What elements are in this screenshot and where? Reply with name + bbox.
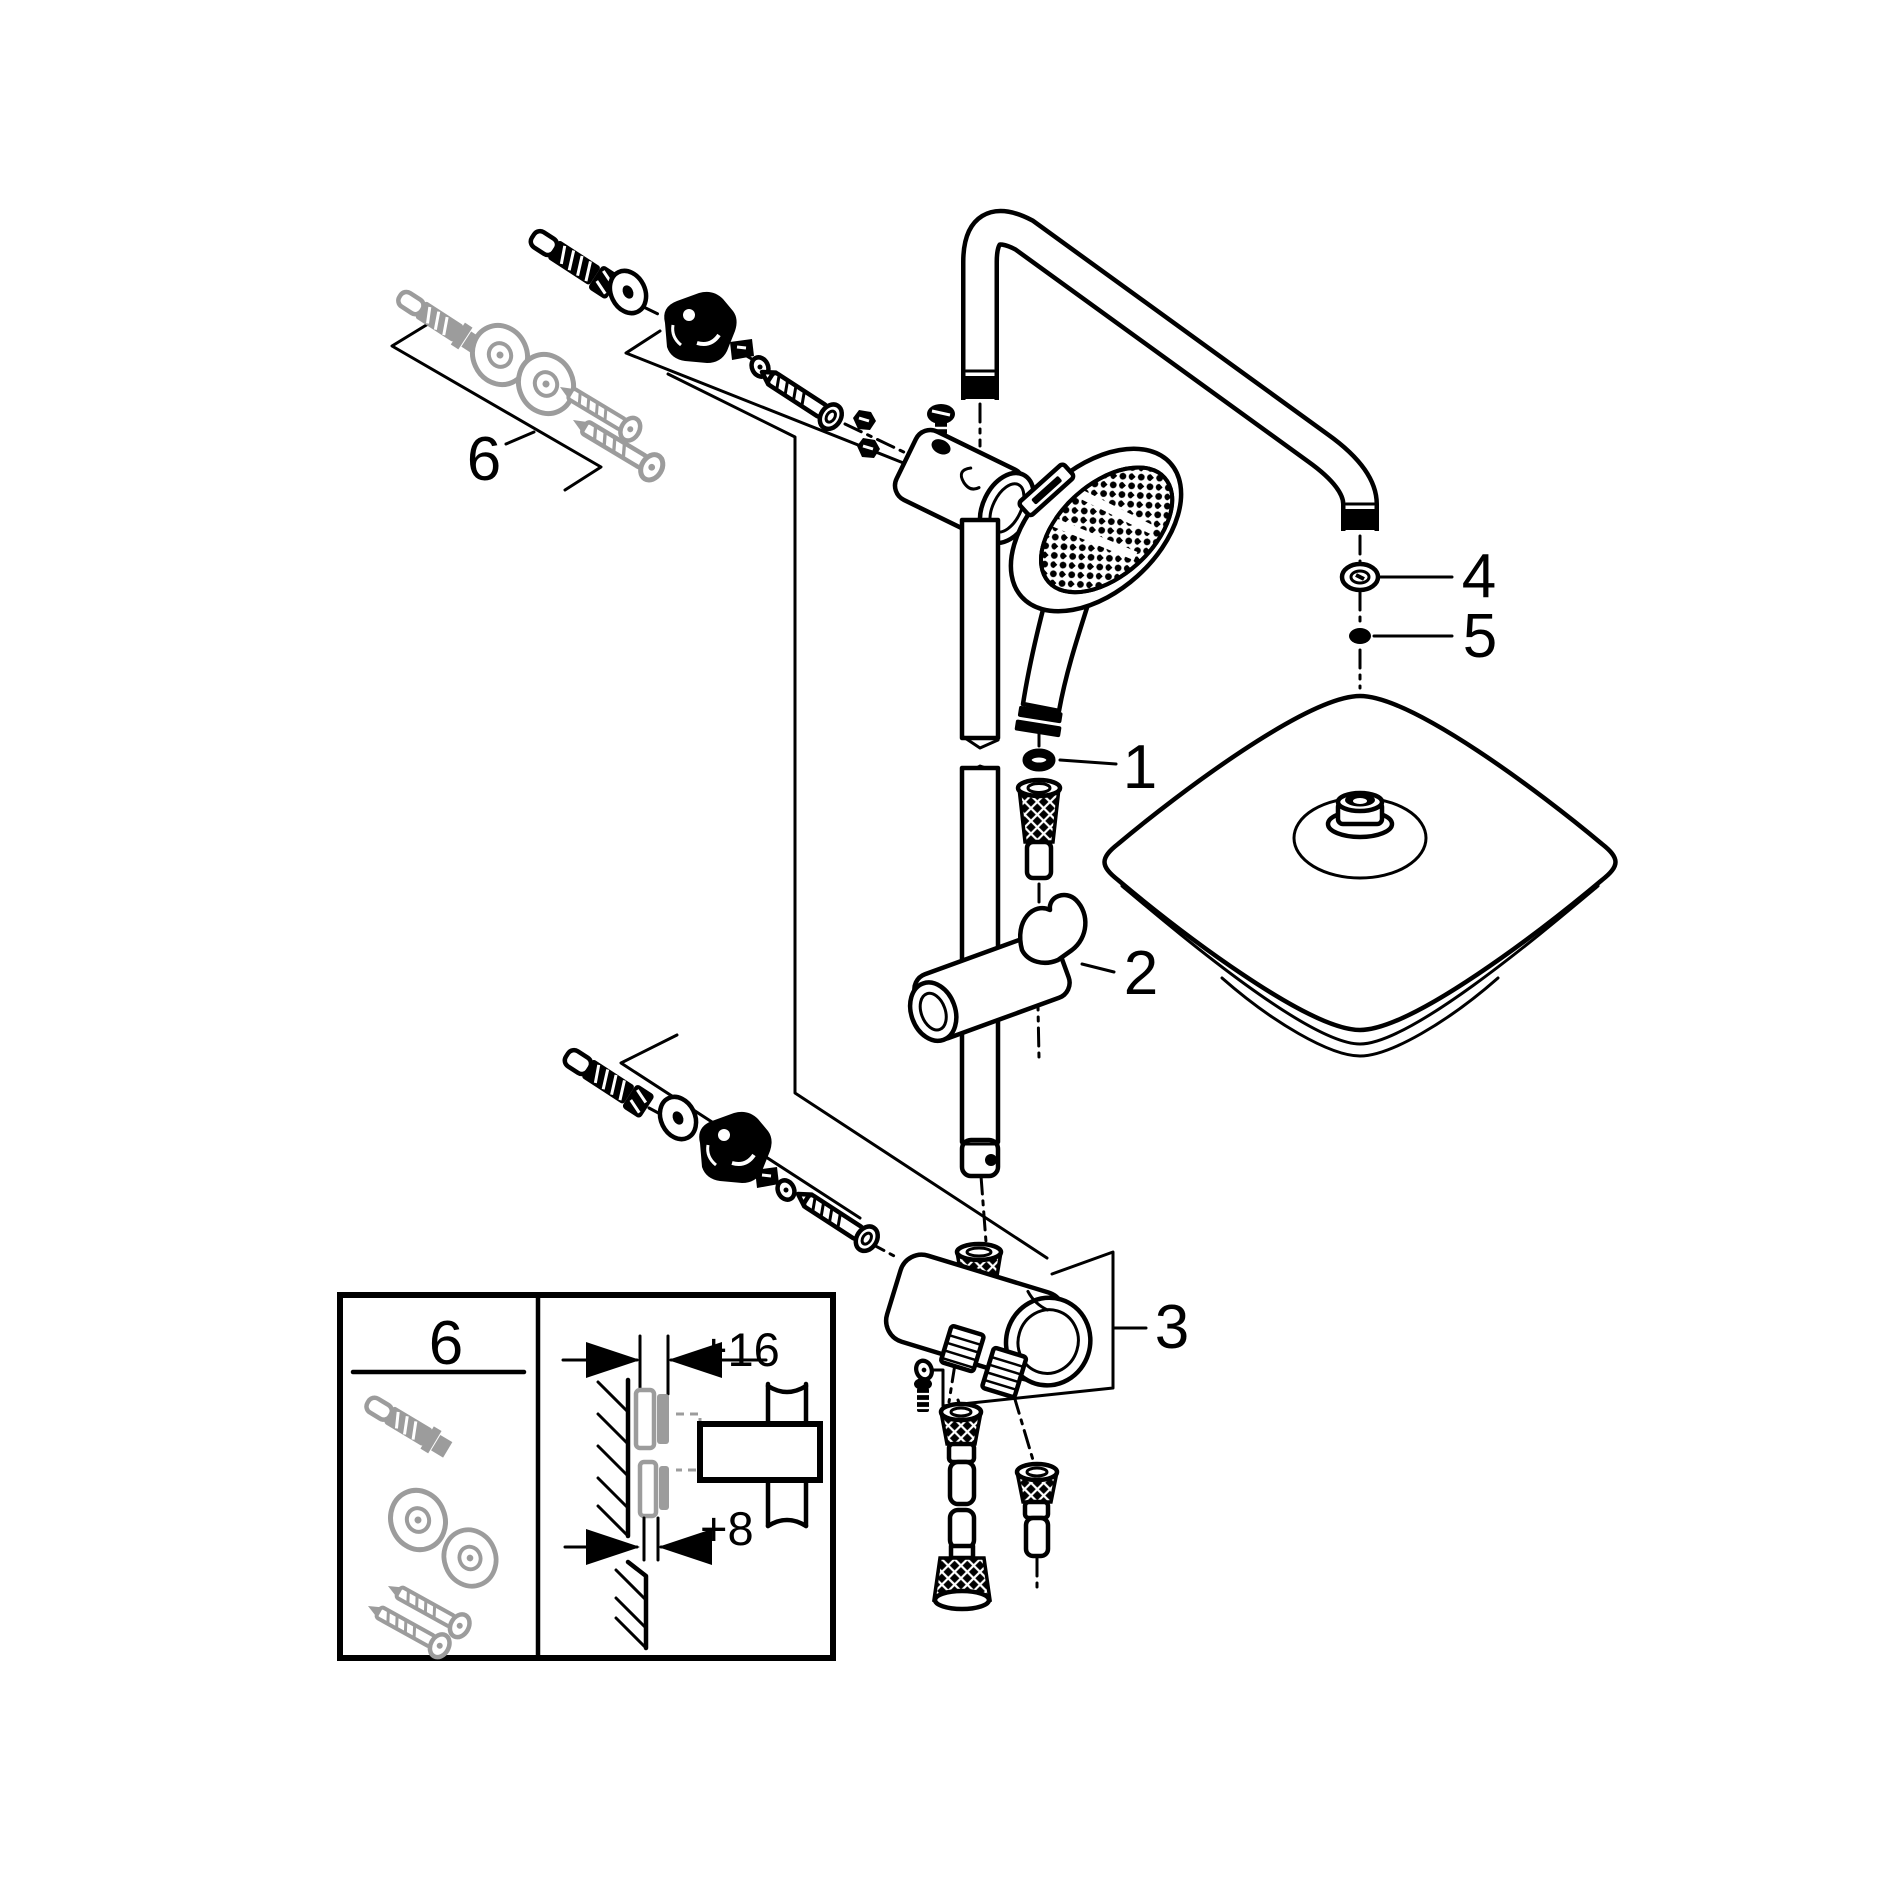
arm-washer-part4 — [1339, 561, 1381, 593]
inset-mounting-detail: +16 +8 — [561, 1323, 823, 1651]
hand-shower — [1008, 446, 1184, 738]
slider-hook — [1018, 892, 1088, 965]
shower-arm — [961, 208, 1379, 531]
diverter-outlet-a — [939, 1323, 986, 1374]
head-shower-square — [1102, 693, 1618, 1058]
hand-shower-head — [1008, 446, 1184, 614]
callout-3: 3 — [1155, 1293, 1189, 1362]
callout-6: 6 — [467, 425, 501, 494]
inset-dim-bottom: +8 — [700, 1502, 754, 1555]
shower-rail — [959, 517, 1001, 1179]
hose-right — [1014, 1461, 1060, 1559]
mount-knob-top — [662, 289, 739, 365]
grouping-lines — [390, 322, 1115, 1408]
callout-1: 1 — [1123, 733, 1157, 802]
gasket-part5 — [1349, 628, 1371, 644]
diverter-outlet-b — [980, 1345, 1029, 1399]
rail-slider-holder — [907, 892, 1088, 1044]
callout-2: 2 — [1124, 939, 1158, 1008]
diverter-screw-set — [914, 1358, 935, 1412]
inset-kit-label: 6 — [429, 1309, 463, 1378]
handle-end-bands — [1014, 705, 1063, 738]
inset-dim-top: +16 — [700, 1323, 780, 1376]
diverter-valve — [883, 1241, 1093, 1399]
logo-bar — [1031, 476, 1062, 505]
callout-4: 4 — [1462, 542, 1496, 611]
inset-kit-cell: 6 — [350, 1309, 527, 1661]
hose-nut-upper — [1015, 777, 1063, 881]
hose-washer-part1 — [1022, 748, 1056, 772]
inset-box: 6 +16 — [337, 1292, 836, 1661]
callouts: 1 2 3 4 5 6 — [467, 425, 1497, 1362]
hose-left — [931, 1401, 993, 1612]
callout-5: 5 — [1463, 602, 1497, 671]
hand-shower-handle — [1020, 589, 1095, 714]
